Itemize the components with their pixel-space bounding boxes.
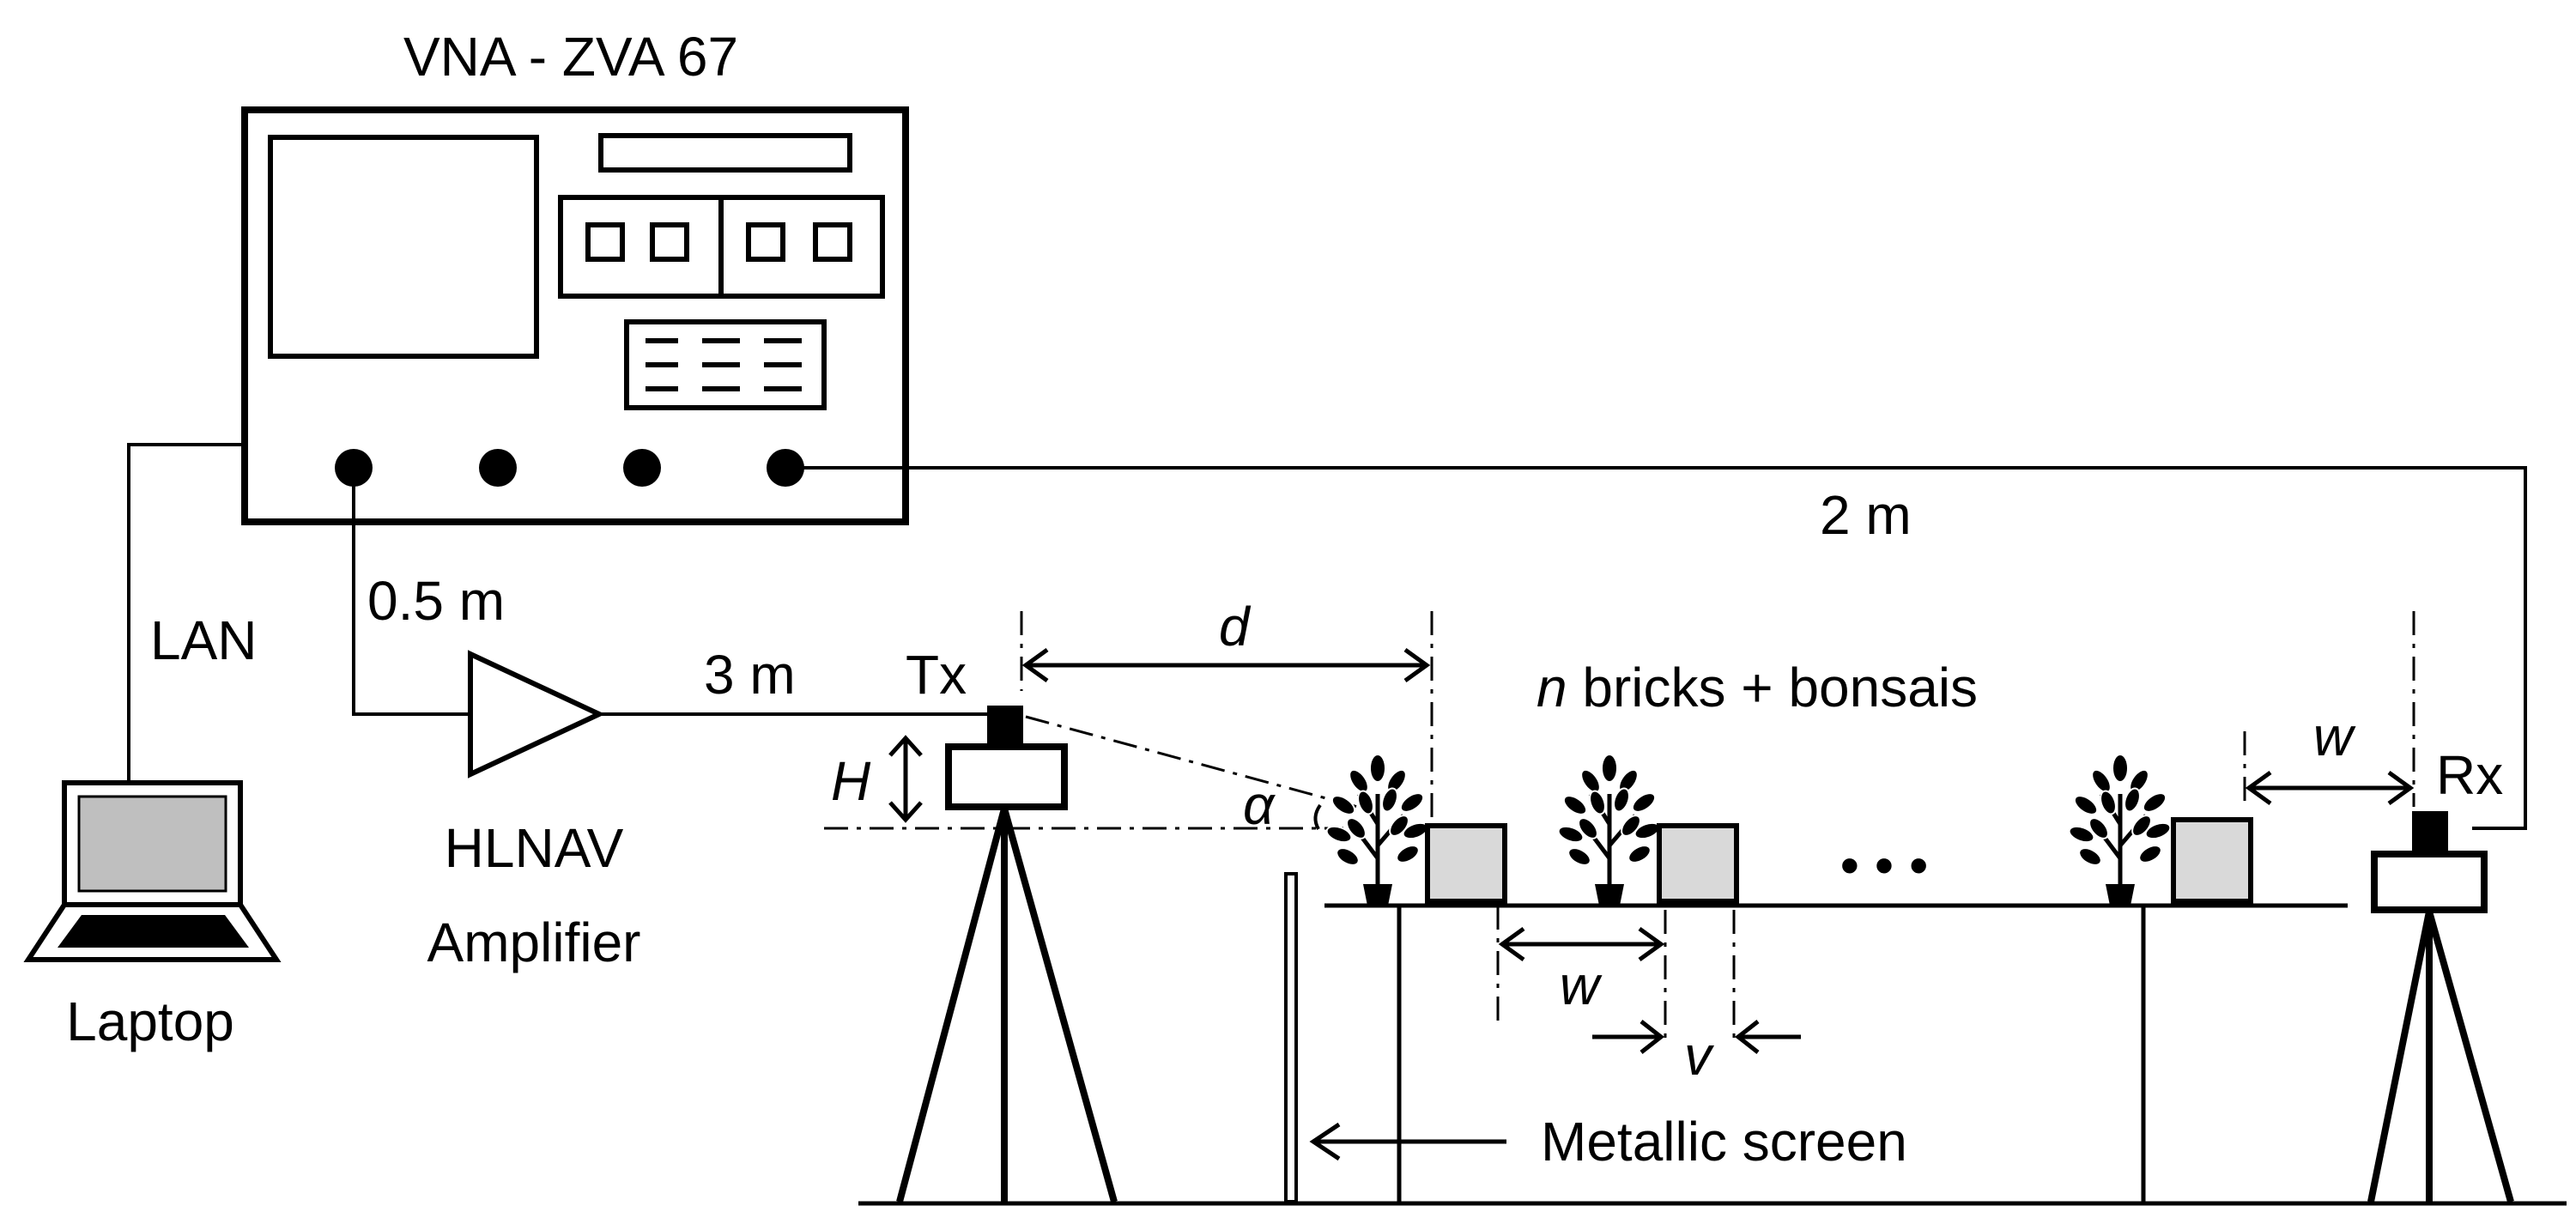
amplifier-symbol	[468, 650, 606, 779]
tx-tripod	[896, 807, 1118, 1203]
width-label-right: w	[2313, 706, 2356, 767]
angle-arc	[1313, 803, 1322, 830]
table	[1324, 903, 2348, 1202]
amplifier-label-line2: Amplifier	[427, 912, 641, 973]
rx-tripod	[2367, 910, 2514, 1203]
gap-arrows	[1592, 1020, 1801, 1054]
cable-3m-label: 3 m	[704, 644, 796, 706]
brick-3	[2171, 817, 2253, 904]
bricks-bonsais-label: n bricks + bonsais	[1537, 657, 1978, 718]
distance-arrow	[1021, 647, 1431, 683]
width-arrow-bottom	[1498, 926, 1665, 962]
vna-display-bar	[598, 133, 852, 173]
tx-mount	[945, 743, 1068, 810]
brick-1	[1425, 823, 1507, 904]
bricks-bonsais-text: bricks + bonsais	[1567, 657, 1978, 718]
tx-label: Tx	[906, 644, 967, 706]
lan-cable	[127, 443, 245, 783]
lan-label: LAN	[150, 609, 258, 671]
vna-screen	[268, 135, 539, 359]
vna-port-2	[479, 449, 517, 487]
laptop-icon	[23, 780, 282, 962]
metallic-screen-label: Metallic screen	[1541, 1111, 1907, 1172]
width-arrow-right	[2245, 770, 2415, 806]
distance-label: d	[1219, 596, 1252, 657]
vna-label: VNA - ZVA 67	[403, 26, 738, 88]
metallic-screen	[1284, 872, 1298, 1203]
screen-pointer-arrow	[1309, 1122, 1506, 1161]
bonsai-1	[1325, 754, 1429, 906]
cable-2m-label: 2 m	[1820, 484, 1912, 546]
bonsai-3	[2068, 754, 2172, 906]
ellipsis-label: • • •	[1840, 834, 1929, 896]
laptop-label: Laptop	[66, 991, 234, 1052]
cable-05m-label: 0.5 m	[367, 570, 505, 632]
cable-to-rx	[785, 466, 2527, 830]
gap-label: v	[1684, 1025, 1715, 1087]
tx-antenna	[987, 706, 1023, 747]
amplifier-label-line1: HLNAV	[445, 817, 624, 879]
cables	[127, 443, 2527, 830]
vna-port-3	[623, 449, 661, 487]
rx-antenna	[2412, 811, 2448, 854]
rx-label: Rx	[2436, 744, 2503, 806]
height-arrow	[888, 735, 923, 823]
cable-to-amplifier	[352, 468, 470, 716]
width-label-bottom: w	[1560, 954, 1603, 1016]
angle-label: α	[1243, 774, 1276, 836]
rx-mount	[2371, 851, 2488, 913]
bonsai-2	[1557, 754, 1661, 906]
height-label: H	[831, 750, 871, 812]
reference-lines	[824, 611, 2415, 1039]
brick-2	[1657, 823, 1739, 904]
bricks-count-symbol: n	[1537, 657, 1567, 718]
vna-instrument	[241, 106, 909, 525]
